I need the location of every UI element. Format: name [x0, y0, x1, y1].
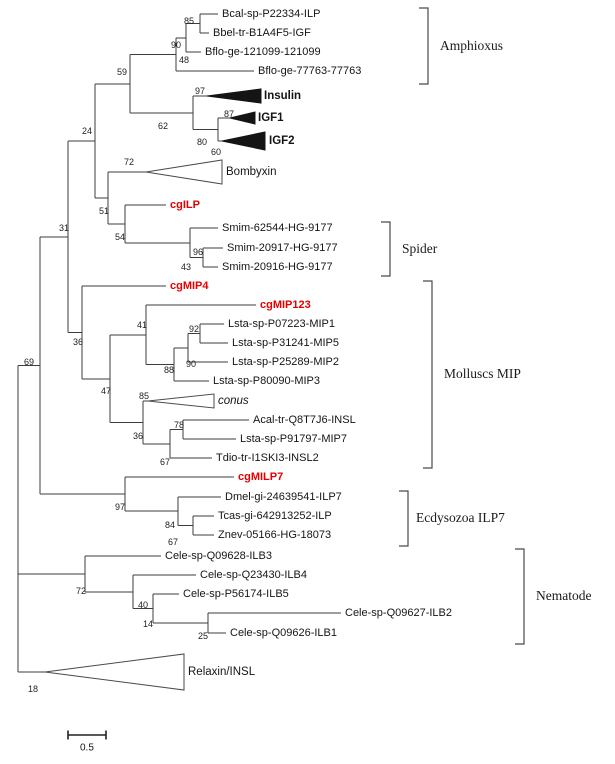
- tip-label: cgILP: [170, 199, 200, 211]
- bootstrap-value: 67: [168, 537, 179, 547]
- bootstrap-value: 51: [99, 206, 110, 216]
- tip-label: Lsta-sp-P31241-MIP5: [232, 337, 339, 349]
- bootstrap-value: 62: [158, 121, 169, 131]
- bootstrap-value: 59: [117, 67, 128, 77]
- tip-label: Smim-62544-HG-9177: [222, 222, 333, 234]
- bootstrap-value: 90: [186, 359, 197, 369]
- tip-label: Cele-sp-P56174-ILB5: [183, 588, 289, 600]
- tip-label: Bbel-tr-B1A4F5-IGF: [213, 27, 311, 39]
- bootstrap-value: 48: [179, 55, 190, 65]
- tip-label: Lsta-sp-P80090-MIP3: [213, 375, 320, 387]
- tip-label: Tcas-gi-642913252-ILP: [218, 510, 332, 522]
- collapsed-clade-label: conus: [218, 395, 249, 407]
- tip-label: Dmel-gi-24639541-ILP7: [225, 491, 342, 503]
- bootstrap-value: 85: [139, 391, 150, 401]
- tip-label: Lsta-sp-P07223-MIP1: [228, 318, 335, 330]
- tip-label: cgMILP7: [238, 471, 284, 483]
- conus-clade-triangle: [147, 393, 215, 409]
- group-bracket-amphioxus: [419, 7, 429, 85]
- tip-label: Smim-20917-HG-9177: [227, 242, 338, 254]
- bootstrap-value: 14: [143, 619, 154, 629]
- bootstrap-value: 24: [82, 126, 93, 136]
- bootstrap-value: 41: [137, 320, 148, 330]
- bootstrap-value: 36: [73, 337, 84, 347]
- collapsed-clade-label: IGF1: [258, 112, 284, 124]
- collapsed-clade-label: Bombyxin: [226, 166, 277, 178]
- tip-label: cgMIP4: [170, 280, 209, 292]
- group-label: Spider: [402, 241, 438, 256]
- group-label: Ecdysozoa ILP7: [416, 510, 505, 525]
- tip-label: Lsta-sp-P91797-MIP7: [240, 433, 347, 445]
- bootstrap-value: 87: [224, 109, 235, 119]
- insulin-clade-triangle: [206, 88, 262, 104]
- bootstrap-value: 72: [76, 586, 87, 596]
- bootstrap-value: 67: [160, 457, 171, 467]
- group-label: Amphioxus: [440, 38, 504, 53]
- tip-label: Cele-sp-Q23430-ILB4: [200, 569, 308, 581]
- collapsed-clade-label: IGF2: [269, 135, 295, 147]
- group-bracket-nematode: [515, 548, 525, 645]
- collapsed-clade-label: Insulin: [264, 90, 302, 102]
- bootstrap-value: 84: [165, 520, 176, 530]
- tree-branch-lines: [17, 13, 341, 673]
- igf1-clade-triangle: [229, 111, 256, 125]
- bootstrap-value: 47: [101, 386, 112, 396]
- relaxin-insl-clade-triangle: [44, 653, 185, 691]
- bootstrap-value: 88: [164, 365, 175, 375]
- bootstrap-value: 60: [211, 147, 222, 157]
- group-label: Nematode: [536, 588, 592, 603]
- bootstrap-value: 69: [24, 357, 35, 367]
- bootstrap-value: 78: [174, 420, 185, 430]
- tip-label: Acal-tr-Q8T7J6-INSL: [253, 414, 356, 426]
- group-bracket-ecdysozoa-ilp7: [399, 490, 409, 547]
- bootstrap-value: 80: [197, 137, 208, 147]
- tip-label: Cele-sp-Q09627-ILB2: [345, 607, 453, 619]
- group-bracket-molluscs-mip: [423, 280, 433, 469]
- tip-label: Bflo-ge-121099-121099: [205, 46, 321, 58]
- tip-label: Bcal-sp-P22334-ILP: [222, 8, 321, 20]
- bootstrap-value: 72: [124, 157, 135, 167]
- tip-label: Lsta-sp-P25289-MIP2: [232, 356, 339, 368]
- bootstrap-value: 92: [189, 324, 200, 334]
- tip-label: Tdio-tr-I1SKI3-INSL2: [216, 452, 319, 464]
- bootstrap-value: 36: [133, 431, 144, 441]
- collapsed-clade-label: Relaxin/INSL: [188, 666, 256, 678]
- bootstrap-value: 85: [184, 16, 195, 26]
- bootstrap-value: 18: [28, 684, 39, 694]
- bootstrap-value: 40: [138, 600, 149, 610]
- tip-label: cgMIP123: [260, 299, 311, 311]
- bootstrap-value: 43: [181, 262, 192, 272]
- bootstrap-value: 97: [195, 86, 206, 96]
- tip-label: Cele-sp-Q09628-ILB3: [165, 550, 273, 562]
- tip-label: Bflo-ge-77763-77763: [258, 65, 362, 77]
- group-bracket-spider: [381, 221, 391, 277]
- bootstrap-value: 25: [198, 631, 209, 641]
- bootstrap-value: 54: [115, 232, 126, 242]
- scale-bar-label: 0.5: [80, 742, 94, 754]
- group-label: Molluscs MIP: [444, 366, 521, 381]
- bootstrap-value: 96: [193, 247, 204, 257]
- tip-label: Znev-05166-HG-18073: [218, 529, 332, 541]
- tip-label: Cele-sp-Q09626-ILB1: [230, 627, 338, 639]
- igf2-clade-triangle: [221, 131, 266, 151]
- bootstrap-value: 31: [59, 223, 70, 233]
- bootstrap-value: 90: [171, 40, 182, 50]
- bootstrap-value: 97: [115, 502, 126, 512]
- scale-bar: [67, 730, 107, 740]
- bombyxin-clade-triangle: [145, 159, 223, 185]
- tip-label: Smim-20916-HG-9177: [222, 261, 333, 273]
